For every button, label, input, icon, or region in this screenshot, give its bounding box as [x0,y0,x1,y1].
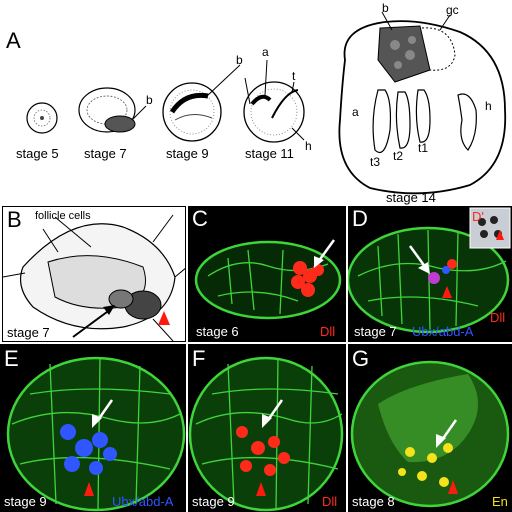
panel-e-image [6,356,186,512]
label-gc-stage14: gc [446,3,459,17]
stage7-embryo-drawing [78,87,147,133]
label-t1: t1 [418,141,429,155]
panel-e: E stage 9 Ubx/abd-A [0,344,186,512]
follicle-cells-label: follicle cells [35,210,91,222]
panel-f-marker: Dll [322,494,338,509]
label-b-stage7: b [146,93,153,107]
panel-g-stage: stage 8 [352,494,395,509]
stage14-label: stage 14 [386,190,436,205]
panel-c-stage: stage 6 [196,324,239,339]
panel-e-letter: E [4,346,19,371]
stage7-label: stage 7 [84,146,127,161]
panel-e-stage: stage 9 [4,494,47,509]
stage11-label: stage 11 [245,146,294,161]
panel-g-letter: G [352,346,370,371]
panel-d: D D' stage 7 Ubx/abd-A Dll [348,206,512,342]
label-t3: t3 [370,155,381,169]
label-t2: t2 [393,149,404,163]
stage11-embryo-drawing [243,59,305,143]
label-b-stage9: b [236,53,243,67]
panel-d-marker-ubx: Ubx/abd-A [412,324,474,339]
panel-d-inset-letter: D' [472,209,484,224]
panel-b-stage: stage 7 [7,325,50,340]
stage9-label: stage 9 [166,146,209,161]
panel-c-image [194,239,342,320]
panel-c: C stage 6 Dll [188,206,346,342]
panel-c-marker: Dll [320,324,336,339]
label-h-stage14: h [485,99,492,113]
stage5-embryo-drawing [26,102,58,134]
panel-d-image [348,207,511,334]
label-a-stage11: a [262,45,269,59]
panel-f-image [188,356,344,512]
stage9-embryo-drawing [162,64,241,142]
panel-c-letter: C [192,206,208,231]
panel-d-letter: D [352,206,368,231]
panel-g: G stage 8 En [348,344,512,512]
panel-f-letter: F [192,346,206,371]
stage5-label: stage 5 [16,146,59,161]
label-t-stage11: t [292,69,296,83]
panel-d-stage: stage 7 [354,324,397,339]
label-b-stage14: b [382,1,389,15]
panel-g-image [350,360,510,508]
panel-b: B follicle cells stage 7 [2,206,186,342]
panel-a-drawings [26,11,507,195]
stage14-embryo-drawing [338,11,507,195]
panel-b-drawing [3,214,185,341]
panel-a: A stage 5 stage 7 stage 9 stage 11 stage… [0,0,512,205]
panel-b-letter: B [7,207,22,232]
panel-a-letter: A [6,28,21,53]
panel-d-marker-dll: Dll [490,310,506,325]
panel-f: F stage 9 Dll [188,344,346,512]
panel-f-stage: stage 9 [192,494,235,509]
label-a-stage14: a [352,105,359,119]
label-h-stage11: h [305,139,312,153]
panel-g-marker: En [492,494,508,509]
panel-e-marker: Ubx/abd-A [112,494,174,509]
